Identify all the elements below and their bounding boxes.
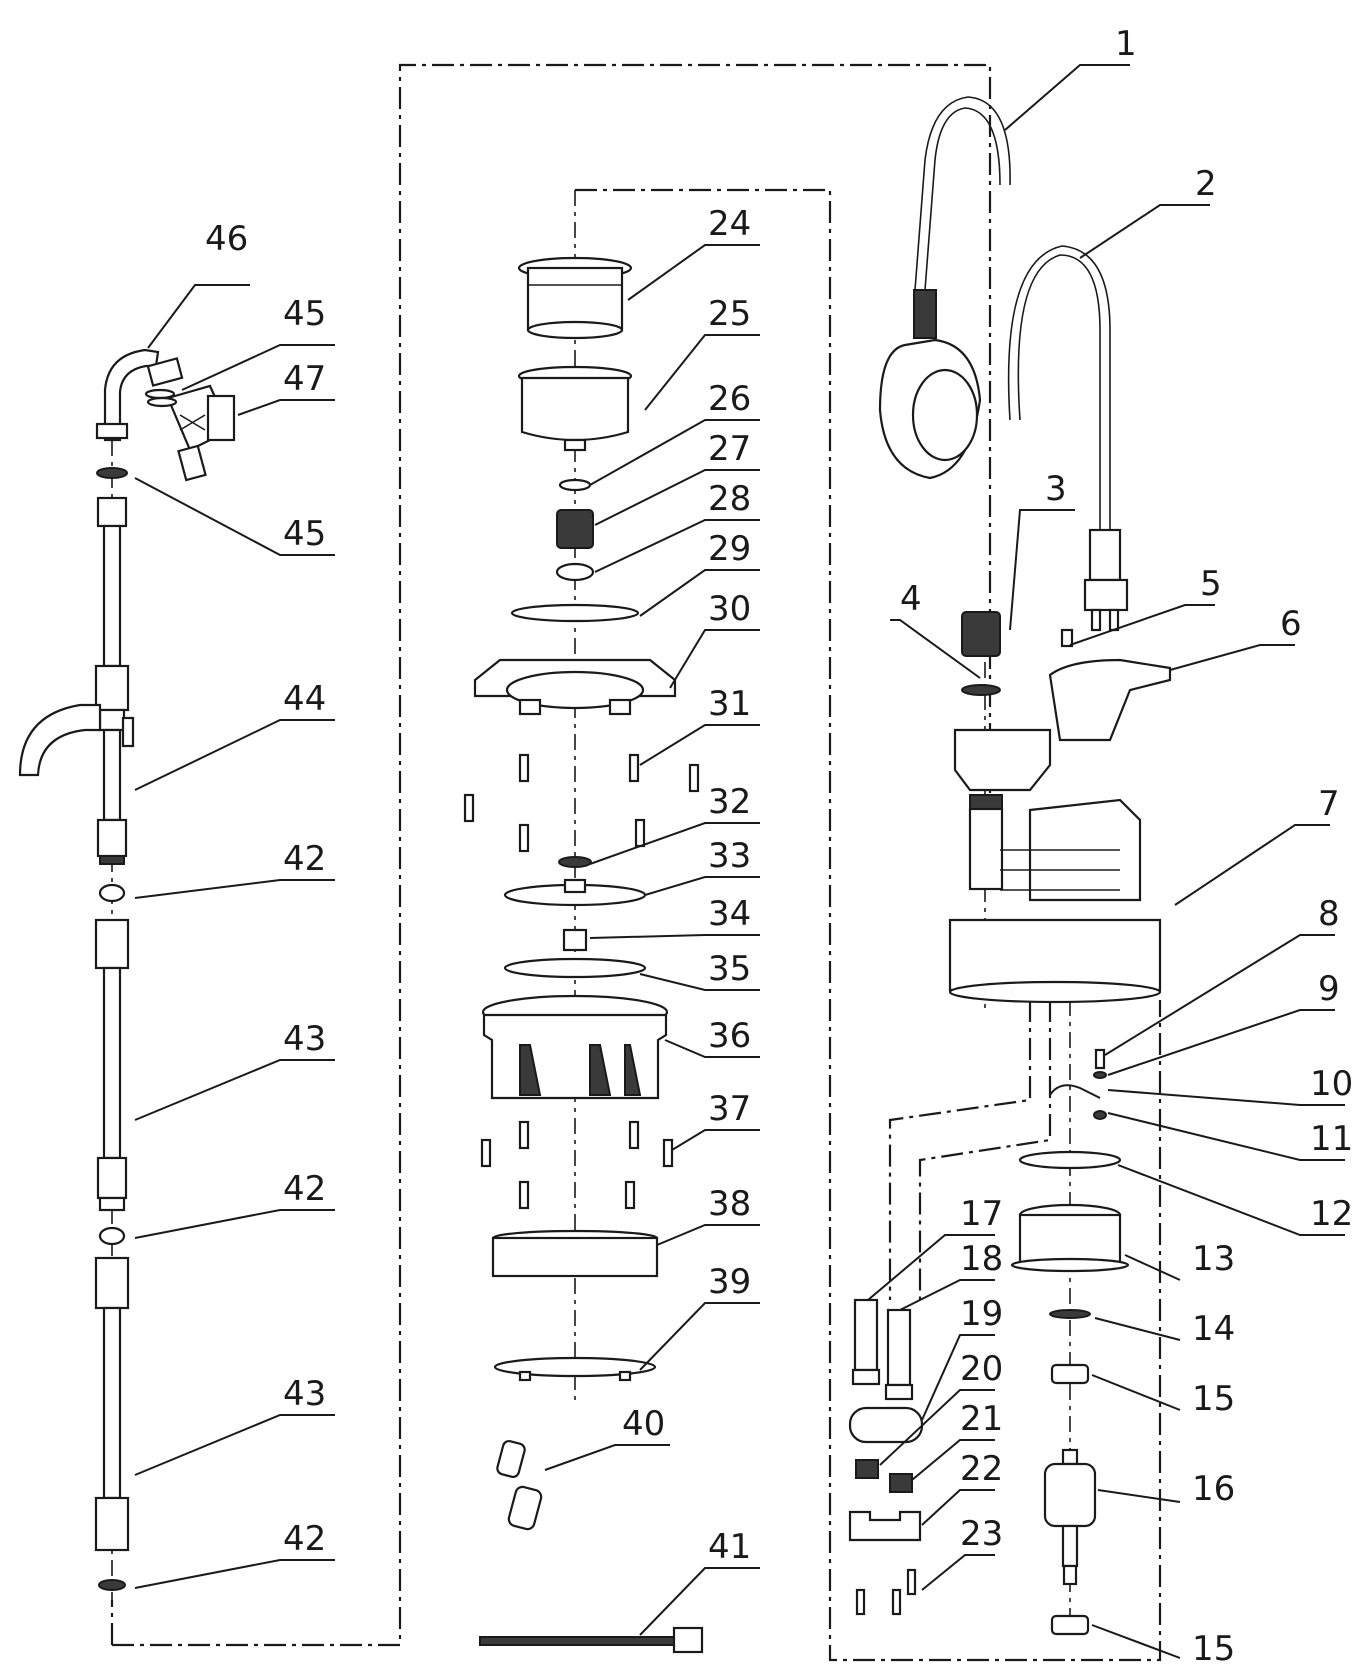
callout-42c: 42: [283, 1519, 326, 1559]
callout-26: 26: [708, 379, 751, 419]
part-23-screws: [855, 1568, 917, 1616]
callout-45b: 45: [283, 514, 326, 554]
part-38-base-ring: [491, 1229, 659, 1278]
part-5-screw: [1060, 628, 1074, 648]
callout-27: 27: [708, 429, 751, 469]
part-44-pipe-with-hook: [18, 496, 135, 865]
callout-32: 32: [708, 782, 751, 822]
callout-44: 44: [283, 679, 326, 719]
part-32-small-washer: [558, 856, 592, 868]
leader-lines: [134, 64, 1345, 1659]
callout-17: 17: [960, 1194, 1003, 1234]
part-35-o-ring: [503, 957, 647, 979]
part-11-washer: [1093, 1110, 1107, 1120]
part-45-seal-rings: [96, 388, 178, 479]
part-43-pipe-section: [94, 918, 130, 1552]
callout-37: 37: [708, 1089, 751, 1129]
callout-labels: 1 2 3 4 5 6 7 8 9 10 11 12 13 14 15 15 1…: [205, 24, 1353, 1669]
callout-13: 13: [1192, 1239, 1235, 1279]
callout-25: 25: [708, 294, 751, 334]
part-47-valve: [146, 357, 236, 482]
callout-2: 2: [1195, 164, 1217, 204]
part-7-motor-housing: [948, 794, 1162, 1004]
callout-34: 34: [708, 894, 751, 934]
callout-6: 6: [1280, 604, 1302, 644]
callout-1: 1: [1115, 24, 1137, 64]
callout-42a: 42: [283, 839, 326, 879]
part-33-impeller-plate: [503, 878, 647, 907]
callout-46: 46: [205, 219, 248, 259]
callout-28: 28: [708, 479, 751, 519]
part-1-float-switch: [878, 96, 1011, 480]
callout-24: 24: [708, 204, 751, 244]
callout-10: 10: [1310, 1064, 1353, 1104]
callout-39: 39: [708, 1262, 751, 1302]
part-8-screw: [1094, 1048, 1106, 1070]
callout-42b: 42: [283, 1169, 326, 1209]
part-13-cap: [1010, 1203, 1130, 1273]
callout-35: 35: [708, 949, 751, 989]
part-31-screws: [463, 753, 700, 853]
callout-22: 22: [960, 1449, 1003, 1489]
callout-20: 20: [960, 1349, 1003, 1389]
part-14-washer: [1049, 1309, 1091, 1319]
part-16-rotor: [1043, 1448, 1097, 1586]
part-12-plate: [1018, 1150, 1122, 1170]
callout-36: 36: [708, 1016, 751, 1056]
callout-23: 23: [960, 1514, 1003, 1554]
part-6-handle: [953, 658, 1172, 792]
part-9-washer: [1093, 1071, 1107, 1079]
callout-33: 33: [708, 836, 751, 876]
callout-15b: 15: [1192, 1629, 1235, 1669]
callout-43b: 43: [283, 1374, 326, 1414]
part-34-nut: [562, 928, 588, 952]
part-28-ring: [555, 562, 595, 582]
part-42-washer: [98, 883, 126, 1591]
callout-3: 3: [1045, 469, 1067, 509]
part-41-cable-tie: [479, 1626, 704, 1654]
callout-11: 11: [1310, 1119, 1353, 1159]
callout-43a: 43: [283, 1019, 326, 1059]
callout-7: 7: [1318, 784, 1340, 824]
part-26-small-washer: [558, 478, 592, 492]
part-2-power-cable: [1007, 245, 1129, 632]
callout-47: 47: [283, 359, 326, 399]
part-25-cup: [517, 365, 633, 452]
part-40-caps: [496, 1439, 543, 1531]
callout-40: 40: [622, 1404, 665, 1444]
part-10-clip: [1049, 1084, 1101, 1099]
callout-12: 12: [1310, 1194, 1353, 1234]
part-3-cable-gland: [961, 611, 1001, 657]
part-37-screws: [480, 1120, 674, 1210]
callout-30: 30: [708, 589, 751, 629]
callout-8: 8: [1318, 894, 1340, 934]
part-36-pump-housing: [481, 994, 669, 1100]
part-39-base-plate: [493, 1356, 657, 1382]
part-15-bearing: [1050, 1363, 1090, 1636]
callout-45a: 45: [283, 294, 326, 334]
part-27-spring: [556, 509, 594, 549]
callout-38: 38: [708, 1184, 751, 1224]
part-24-top-ring: [517, 256, 633, 340]
part-22-bracket: [848, 1510, 922, 1542]
callout-5: 5: [1200, 564, 1222, 604]
part-30-flange: [473, 658, 677, 716]
callout-16: 16: [1192, 1469, 1235, 1509]
callout-14: 14: [1192, 1309, 1235, 1349]
callout-19: 19: [960, 1294, 1003, 1334]
callout-29: 29: [708, 529, 751, 569]
callout-41: 41: [708, 1527, 751, 1567]
part-46-hose-elbow: [95, 348, 160, 442]
callout-21: 21: [960, 1399, 1003, 1439]
callout-31: 31: [708, 684, 751, 724]
callout-9: 9: [1318, 969, 1340, 1009]
part-20-21-nuts: [855, 1459, 913, 1493]
callout-15a: 15: [1192, 1379, 1235, 1419]
callout-4: 4: [900, 579, 922, 619]
part-17-18-tubes: [851, 1298, 914, 1401]
part-4-washer: [961, 684, 1001, 696]
part-29-o-ring: [510, 603, 640, 623]
callout-18: 18: [960, 1239, 1003, 1279]
